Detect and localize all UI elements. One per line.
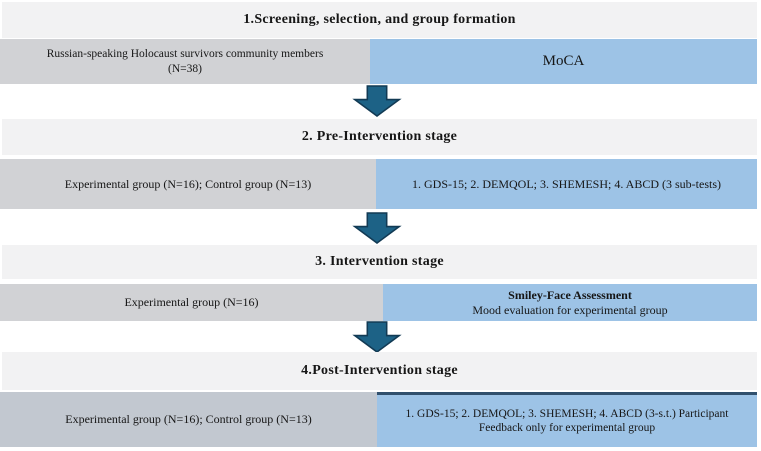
stage-4-title: 4.Post-Intervention stage bbox=[2, 352, 757, 390]
stage-2-row: Experimental group (N=16); Control group… bbox=[0, 159, 757, 209]
stage-4-measure-cell: 1. GDS-15; 2. DEMQOL; 3. SHEMESH; 4. ABC… bbox=[377, 392, 757, 447]
stage-3-title: 3. Intervention stage bbox=[2, 245, 757, 279]
stage-3-group-cell: Experimental group (N=16) bbox=[0, 284, 383, 321]
stage-1-measure-line1: MoCA bbox=[542, 53, 585, 70]
stage-4-group-cell: Experimental group (N=16); Control group… bbox=[0, 392, 377, 447]
stage-2-group-line1: Experimental group (N=16); Control group… bbox=[64, 176, 312, 191]
down-arrow-icon bbox=[352, 321, 402, 353]
stage-4-row: Experimental group (N=16); Control group… bbox=[0, 392, 757, 447]
stage-3-measure-line2: Mood evaluation for experimental group bbox=[472, 302, 668, 317]
stage-4-group-line1: Experimental group (N=16); Control group… bbox=[65, 412, 312, 427]
stage-3-measure-cell: Smiley-Face Assessment Mood evaluation f… bbox=[383, 284, 757, 321]
stage-2-title: 2. Pre-Intervention stage bbox=[2, 119, 757, 155]
stage-3-row: Experimental group (N=16) Smiley-Face As… bbox=[0, 284, 757, 321]
stage-3-measure-line1: Smiley-Face Assessment bbox=[508, 288, 632, 302]
stage-2-measure-line1: 1. GDS-15; 2. DEMQOL; 3. SHEMESH; 4. ABC… bbox=[411, 176, 721, 191]
stage-1-row: Russian-speaking Holocaust survivors com… bbox=[0, 39, 757, 84]
stage-1-group-line2: (N=38) bbox=[168, 62, 202, 75]
stage-1-group-cell: Russian-speaking Holocaust survivors com… bbox=[0, 39, 370, 84]
stage-2-group-cell: Experimental group (N=16); Control group… bbox=[0, 159, 376, 209]
stage-1-measure-cell: MoCA bbox=[370, 39, 757, 84]
stage-1-group-line1: Russian-speaking Holocaust survivors com… bbox=[46, 48, 324, 60]
stage-3-group-line1: Experimental group (N=16) bbox=[124, 295, 259, 310]
stage-4-measure-line2: Feedback only for experimental group bbox=[478, 422, 656, 434]
stage-2-measure-cell: 1. GDS-15; 2. DEMQOL; 3. SHEMESH; 4. ABC… bbox=[376, 159, 757, 209]
down-arrow-icon bbox=[352, 212, 402, 244]
stage-4-measure-line1: 1. GDS-15; 2. DEMQOL; 3. SHEMESH; 4. ABC… bbox=[405, 407, 729, 420]
down-arrow-icon bbox=[352, 85, 402, 117]
stage-1-title: 1.Screening, selection, and group format… bbox=[2, 2, 757, 38]
